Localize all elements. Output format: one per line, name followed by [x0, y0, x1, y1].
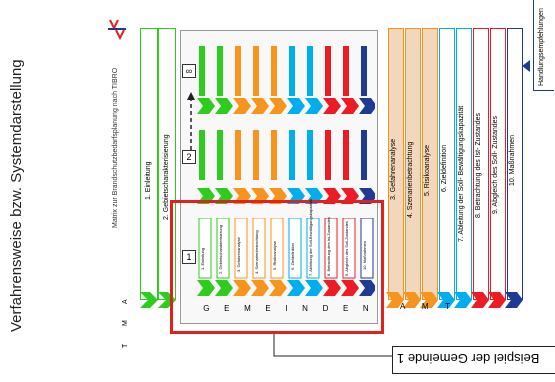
b1-label-7: 7. Ableitung der Soll-Bewältigungskapazi… — [308, 199, 313, 276]
gemeinden-letter: M — [244, 304, 251, 313]
letter-m: M — [421, 302, 429, 311]
letter-t: T — [122, 343, 129, 348]
letter-m: M — [122, 320, 129, 326]
right-chevrons — [386, 292, 523, 308]
gemeinden-letters: G E M E I N D E N — [196, 304, 376, 313]
phase-label-10: 10. Maßnahmen — [509, 135, 516, 186]
phase-label-3: 3. Gefahrenanalyse — [390, 138, 397, 200]
callout-text: Beispiel der Gemeinde 1 — [397, 351, 540, 366]
phase-label-6: 6. Zieldefinition — [441, 144, 448, 192]
phase-label-4: 4. Szenarienbetrachtung — [407, 141, 414, 218]
phase-label-7: 7. Ableitung der Soll- Bewältigungskapaz… — [458, 105, 465, 242]
block-number-1: 1 — [182, 250, 196, 264]
phase-gebiet-label: 2. Gebietscharakterisierung — [163, 134, 170, 220]
vfdb-logo — [108, 18, 126, 41]
right-phases — [386, 28, 526, 300]
block-number-2: 2 — [182, 150, 196, 164]
b1-label-1: 1. Einleitung — [200, 247, 205, 270]
gemeinden-letter: E — [224, 304, 230, 313]
callout-connector — [273, 334, 396, 357]
block-1 — [197, 218, 375, 296]
highlight-frame — [170, 200, 384, 334]
recommendations-arrow — [522, 60, 530, 72]
gemeinden-letter: N — [362, 304, 369, 313]
b1-label-2: 2. Gebietscharakterisierung — [218, 225, 223, 274]
recommendations-label: Handlungsempfehlungen — [538, 8, 545, 86]
b1-label-5: 5. Risikoanalyse — [272, 240, 277, 270]
right-letters: A M T — [400, 302, 450, 311]
phase-label-8: 8. Betrachtung des Ist- Zustandes — [475, 112, 482, 218]
gemeinden-letter: I — [285, 304, 288, 313]
phase-einleitung-label: 1. Einleitung — [145, 161, 152, 200]
letter-t: T — [445, 302, 450, 311]
b1-label-6: 6. Zieldefinition — [290, 243, 295, 270]
block-2 — [197, 130, 375, 204]
phase-label-5: 5. Risikoanalyse — [424, 145, 431, 196]
b1-label-3: 3. Gefahrenanalyse — [236, 237, 241, 272]
gemeinden-letter: G — [203, 304, 210, 313]
b1-label-10: 10. Maßnahmen — [362, 240, 367, 270]
continuation-arrow — [187, 92, 195, 150]
block-number-infinity: ∞ — [182, 64, 196, 78]
b1-label-4: 4. Szenarienbetrachtung — [254, 230, 259, 274]
callout-box: Beispiel der Gemeinde 1 — [392, 346, 555, 374]
letter-a: A — [400, 302, 406, 311]
recommendations-box — [533, 0, 554, 91]
block-infinity — [197, 46, 375, 114]
matrix-title: Matrix zur Brandschutzbedarfsplanung nac… — [112, 67, 119, 228]
page-title: Verfahrensweise bzw. Systemdarstellung — [8, 59, 25, 332]
b1-label-8: 8. Betrachtung des Ist-Zustandes — [326, 217, 331, 276]
phase-label-9: 9. Abgleich des Soll- Zustandes — [492, 115, 499, 214]
b1-label-9: 9. Abgleich des Soll-Zustandes — [344, 221, 349, 276]
gemeinden-letter: N — [302, 304, 308, 313]
gemeinden-letter: E — [265, 304, 271, 313]
gemeinden-letter: D — [322, 304, 329, 313]
gemeinden-letter: E — [342, 304, 349, 313]
